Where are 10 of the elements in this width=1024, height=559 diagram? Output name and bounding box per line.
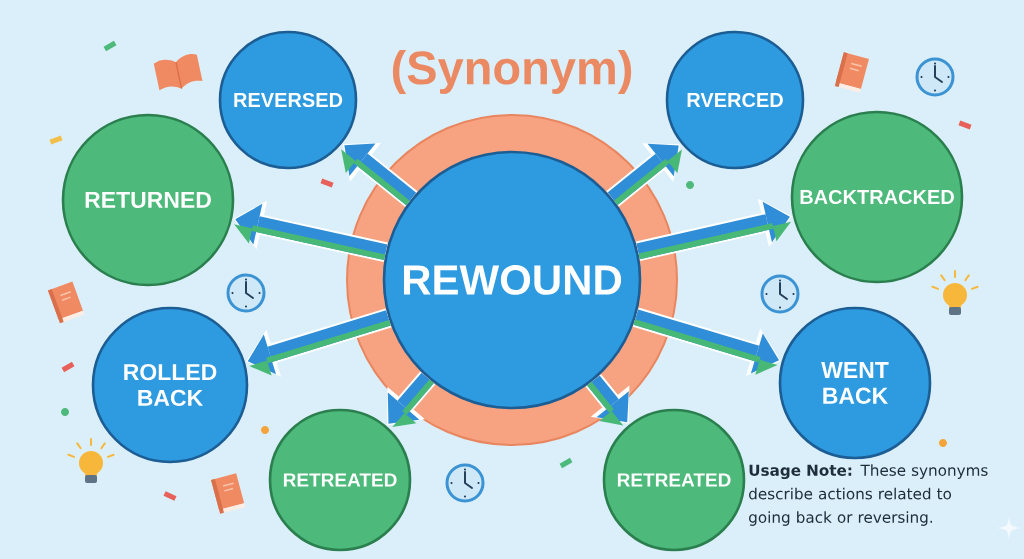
arrow [245, 308, 392, 377]
arrow [632, 307, 781, 377]
arrow [585, 374, 630, 426]
arrow [387, 371, 436, 427]
arrow [635, 198, 792, 262]
title: (Synonym) [392, 50, 632, 94]
note-text: Usage Note: These synonyms describe actions related to going back or reversing. [749, 464, 988, 526]
arrow [341, 143, 418, 207]
arrow [606, 143, 682, 207]
arrow [233, 200, 388, 262]
